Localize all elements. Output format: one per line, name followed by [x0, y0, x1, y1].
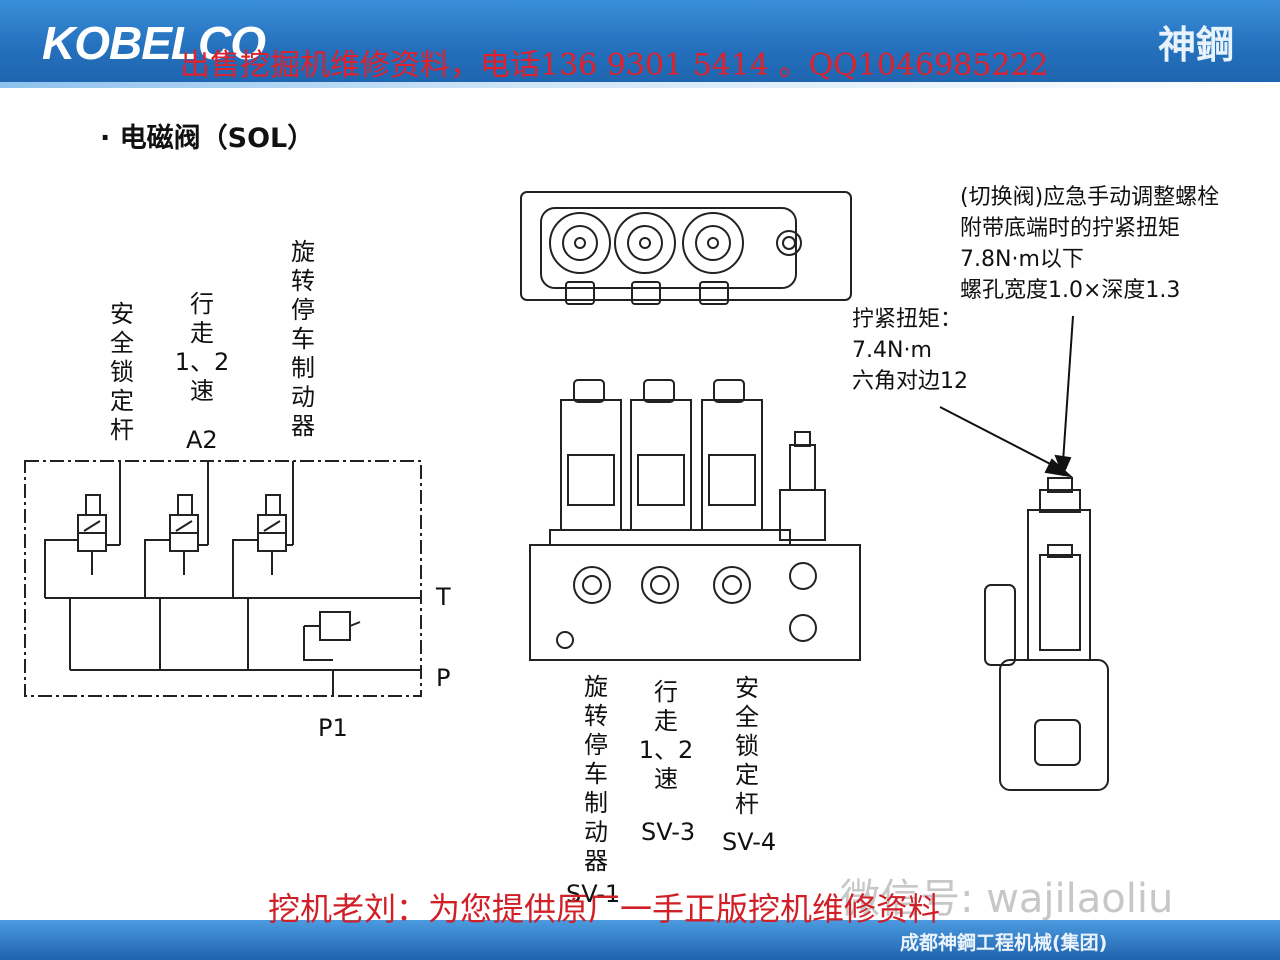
note-switch-valve-line3: 7.8N·m以下 — [960, 247, 1084, 272]
label-p1-port: P1 — [318, 714, 348, 742]
label-p-port: P — [436, 664, 451, 692]
note-switch-valve-line4: 螺孔宽度1.0×深度1.3 — [960, 278, 1181, 303]
note-torque-line2: 7.4N·m — [852, 338, 932, 363]
label-sv4-lock-lever: 安 全 锁 定 杆 — [735, 674, 759, 818]
footer-company-name: 成都神鋼工程机械(集团) — [900, 932, 1108, 954]
note-torque-line3: 六角对边12 — [852, 369, 968, 394]
valve-block-front-view — [529, 379, 861, 661]
label-sv3-travel-speed: 行 走 1、2 速 — [638, 678, 694, 793]
brand-chinese-logo: 神鋼 — [1158, 23, 1235, 67]
label-sv4: SV-4 — [722, 828, 777, 856]
schematic-valve-2 — [144, 461, 209, 670]
top-watermark-text: 出售挖掘机维修资料，电话136 9301 5414 。QQ1046985222 — [180, 48, 1049, 83]
label-swing-brake: 旋 转 停 车 制 动 器 — [291, 238, 315, 440]
note-switch-valve-line1: (切换阀)应急手动调整螺栓 — [960, 185, 1220, 210]
label-lock-lever: 安 全 锁 定 杆 — [110, 300, 134, 444]
label-t-port: T — [436, 583, 451, 611]
header-rule — [0, 82, 1280, 88]
label-sv1-swing-brake: 旋 转 停 车 制 动 器 — [584, 673, 608, 875]
hydraulic-schematic — [24, 460, 422, 697]
bottom-watermark-text: 挖机老刘：为您提供原厂一手正版挖机维修资料 — [268, 890, 941, 928]
kobelco-logo: KOBELCO — [42, 17, 266, 69]
label-sv1: SV-1 — [566, 880, 621, 908]
valve-block-top-view — [520, 191, 852, 305]
schematic-valve-1 — [44, 461, 121, 670]
schematic-relief-valve — [303, 611, 361, 661]
footer-bar — [0, 920, 1280, 960]
slide-title: · 电磁阀（SOL） — [100, 123, 315, 154]
schematic-valve-3 — [232, 461, 294, 670]
callout-arrows — [939, 315, 1074, 478]
label-travel-speed: 行 走 1、2 速 — [174, 290, 230, 405]
header-bar — [0, 0, 1280, 88]
valve-side-view — [984, 477, 1109, 791]
note-switch-valve-line2: 附带底端时的拧紧扭矩 — [960, 216, 1181, 241]
wechat-watermark: 微信号: wajilaoliu — [840, 876, 1174, 922]
note-switch-valve: (切换阀)应急手动调整螺栓 附带底端时的拧紧扭矩 7.8N·m以下 螺孔宽度1.… — [960, 182, 1219, 306]
note-torque-line1: 拧紧扭矩： — [852, 307, 963, 332]
label-a2: A2 — [186, 426, 218, 454]
note-torque: 拧紧扭矩： 7.4N·m 六角对边12 — [852, 304, 968, 397]
label-sv3: SV-3 — [641, 818, 696, 846]
